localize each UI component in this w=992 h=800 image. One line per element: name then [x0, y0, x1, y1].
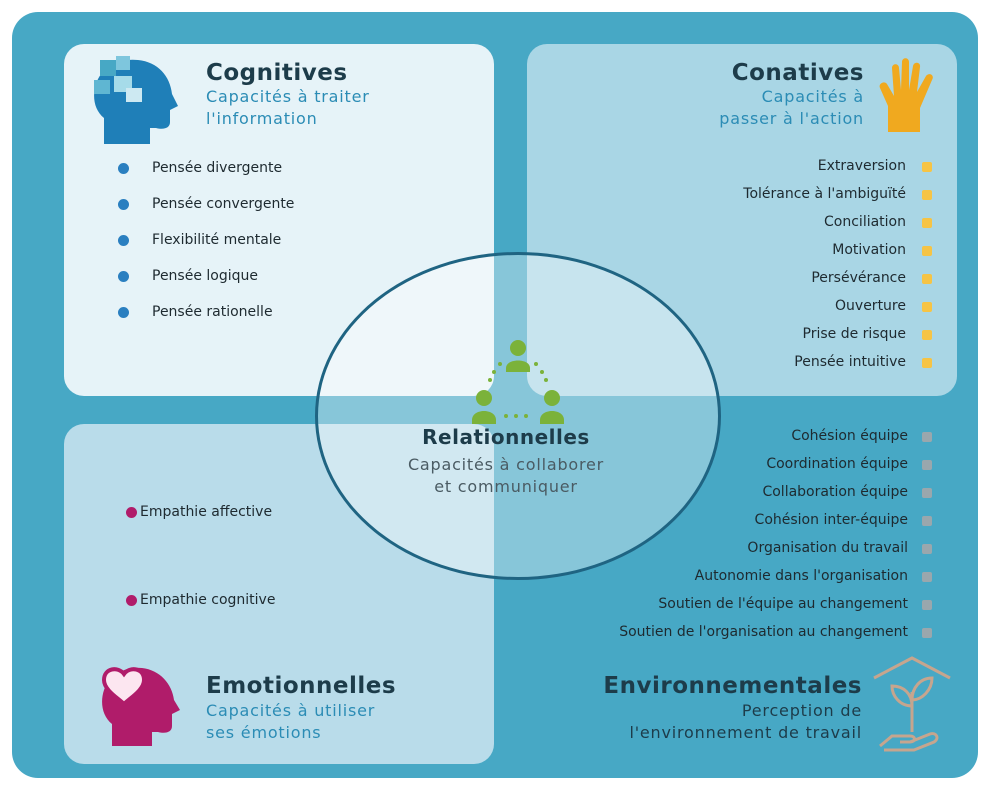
- bullet-dot: [118, 235, 129, 246]
- list-item: Motivation: [832, 242, 932, 258]
- list-item: Autonomie dans l'organisation: [695, 568, 932, 584]
- hand-icon: [879, 58, 933, 132]
- environnementales-title: Environnementales: [603, 673, 862, 699]
- bullet-square: [922, 432, 932, 442]
- conatives-subtitle: Capacités à passer à l'action: [719, 87, 864, 128]
- bullet-square: [922, 302, 932, 312]
- list-item: Cohésion équipe: [791, 428, 932, 444]
- conatives-list: Extraversion Tolérance à l'ambiguïté Con…: [743, 158, 932, 370]
- list-item: Empathie affective: [126, 504, 272, 520]
- bullet-dot: [126, 595, 137, 606]
- bullet-dot: [118, 307, 129, 318]
- list-item: Persévérance: [811, 270, 932, 286]
- bullet-square: [922, 572, 932, 582]
- list-item: Pensée intuitive: [794, 354, 932, 370]
- diagram-frame: [12, 12, 978, 778]
- bullet-square: [922, 460, 932, 470]
- emotionnelles-title: Emotionnelles: [206, 673, 397, 699]
- list-item: Ouverture: [835, 298, 932, 314]
- emotionnelles-subtitle: Capacités à utiliser ses émotions: [206, 701, 376, 742]
- list-item: Conciliation: [824, 214, 932, 230]
- bullet-square: [922, 628, 932, 638]
- head-puzzle-icon: [94, 56, 178, 145]
- bullet-square: [922, 516, 932, 526]
- bullet-square: [922, 488, 932, 498]
- list-item: Soutien de l'équipe au changement: [658, 596, 932, 612]
- bullet-square: [922, 162, 932, 172]
- bullet-square: [922, 600, 932, 610]
- bullet-square: [922, 544, 932, 554]
- list-item: Flexibilité mentale: [118, 232, 281, 248]
- list-item: Pensée convergente: [118, 196, 294, 212]
- list-item: Soutien de l'organisation au changement: [619, 624, 932, 640]
- list-item: Prise de risque: [803, 326, 932, 342]
- conatives-title: Conatives: [731, 60, 864, 86]
- head-heart-icon: [101, 667, 180, 746]
- list-item: Tolérance à l'ambiguïté: [743, 186, 932, 202]
- cognitives-subtitle: Capacités à traiter l'information: [206, 87, 370, 128]
- people-network-icon: [472, 340, 564, 424]
- list-item: Pensée logique: [118, 268, 258, 284]
- bullet-dot: [126, 507, 137, 518]
- bullet-dot: [118, 271, 129, 282]
- list-item: Empathie cognitive: [126, 592, 275, 608]
- bullet-square: [922, 358, 932, 368]
- relationnelles-title: Relationnelles: [422, 425, 590, 449]
- relationnelles-subtitle: Capacités à collaborer et communiquer: [407, 455, 605, 496]
- list-item: Cohésion inter-équipe: [755, 512, 932, 528]
- list-item: Extraversion: [818, 158, 932, 174]
- list-item: Coordination équipe: [766, 456, 932, 472]
- cognitives-title: Cognitives: [206, 60, 348, 86]
- bullet-square: [922, 190, 932, 200]
- bullet-square: [922, 246, 932, 256]
- bullet-square: [922, 330, 932, 340]
- list-item: Pensée rationelle: [118, 304, 273, 320]
- environnementales-list: Cohésion équipe Coordination équipe Coll…: [619, 428, 932, 640]
- bullet-square: [922, 218, 932, 228]
- list-item: Pensée divergente: [118, 160, 282, 176]
- plant-hand-icon: [873, 656, 951, 752]
- environnementales-subtitle: Perception de l'environnement de travail: [629, 701, 862, 742]
- bullet-square: [922, 274, 932, 284]
- list-item: Organisation du travail: [747, 540, 932, 556]
- bullet-dot: [118, 199, 129, 210]
- list-item: Collaboration équipe: [762, 484, 932, 500]
- bullet-dot: [118, 163, 129, 174]
